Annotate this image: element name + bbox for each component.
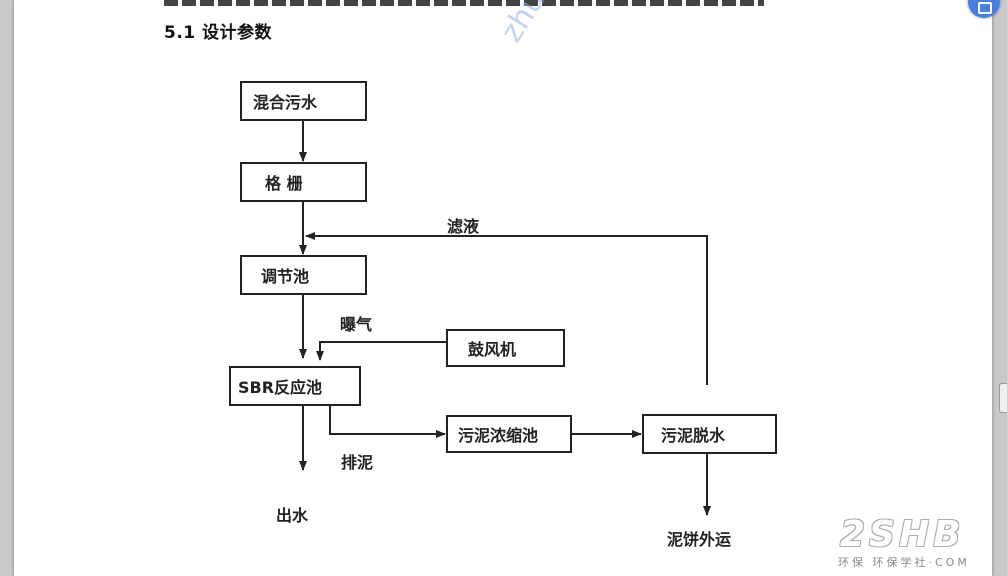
node-blower: 鼓风机: [446, 329, 565, 367]
node-equalization-tank-label: 调节池: [261, 267, 309, 286]
site-logo-sub: 环保 环保学社·COM: [838, 554, 970, 570]
site-logo-main: 2SHB: [840, 514, 965, 555]
node-equalization-tank: 调节池: [240, 255, 367, 295]
arrow-sbr-to-thickener: [329, 405, 446, 438]
floating-badge-icon[interactable]: [968, 0, 1000, 18]
node-blower-label: 鼓风机: [468, 340, 516, 359]
side-scroll-tab[interactable]: [999, 383, 1007, 413]
node-sludge-dewatering: 污泥脱水: [642, 414, 777, 454]
node-sbr-reactor-label: SBR反应池: [238, 378, 322, 397]
node-sbr-reactor: SBR反应池: [229, 366, 361, 406]
node-sludge-thickener-label: 污泥浓缩池: [458, 426, 538, 445]
cropped-text-line: [164, 0, 764, 6]
label-cake-out: 泥饼外运: [667, 530, 731, 549]
node-mixed-sewage: 混合污水: [240, 81, 367, 121]
arrow-filtrate-return: [305, 232, 708, 385]
node-grille: 格 栅: [240, 162, 367, 202]
node-sludge-dewatering-label: 污泥脱水: [661, 426, 726, 445]
label-sludge-discharge: 排泥: [341, 453, 373, 472]
label-effluent: 出水: [276, 506, 309, 525]
node-sludge-thickener: 污泥浓缩池: [446, 415, 572, 453]
node-mixed-sewage-label: 混合污水: [253, 93, 318, 112]
label-aeration: 曝气: [340, 315, 372, 334]
site-logo: 2SHB 环保 环保学社·COM: [836, 514, 1002, 572]
arrow-blower-to-sbr: [316, 341, 447, 361]
node-grille-label: 格 栅: [265, 174, 303, 193]
label-filtrate: 滤液: [447, 217, 480, 236]
document-page: 5.1 设计参数 zhulo: [14, 0, 992, 576]
site-logo-text: 环保学社·COM: [872, 556, 970, 569]
section-heading: 5.1 设计参数: [164, 23, 273, 43]
site-logo-badge: 环保: [838, 556, 866, 569]
